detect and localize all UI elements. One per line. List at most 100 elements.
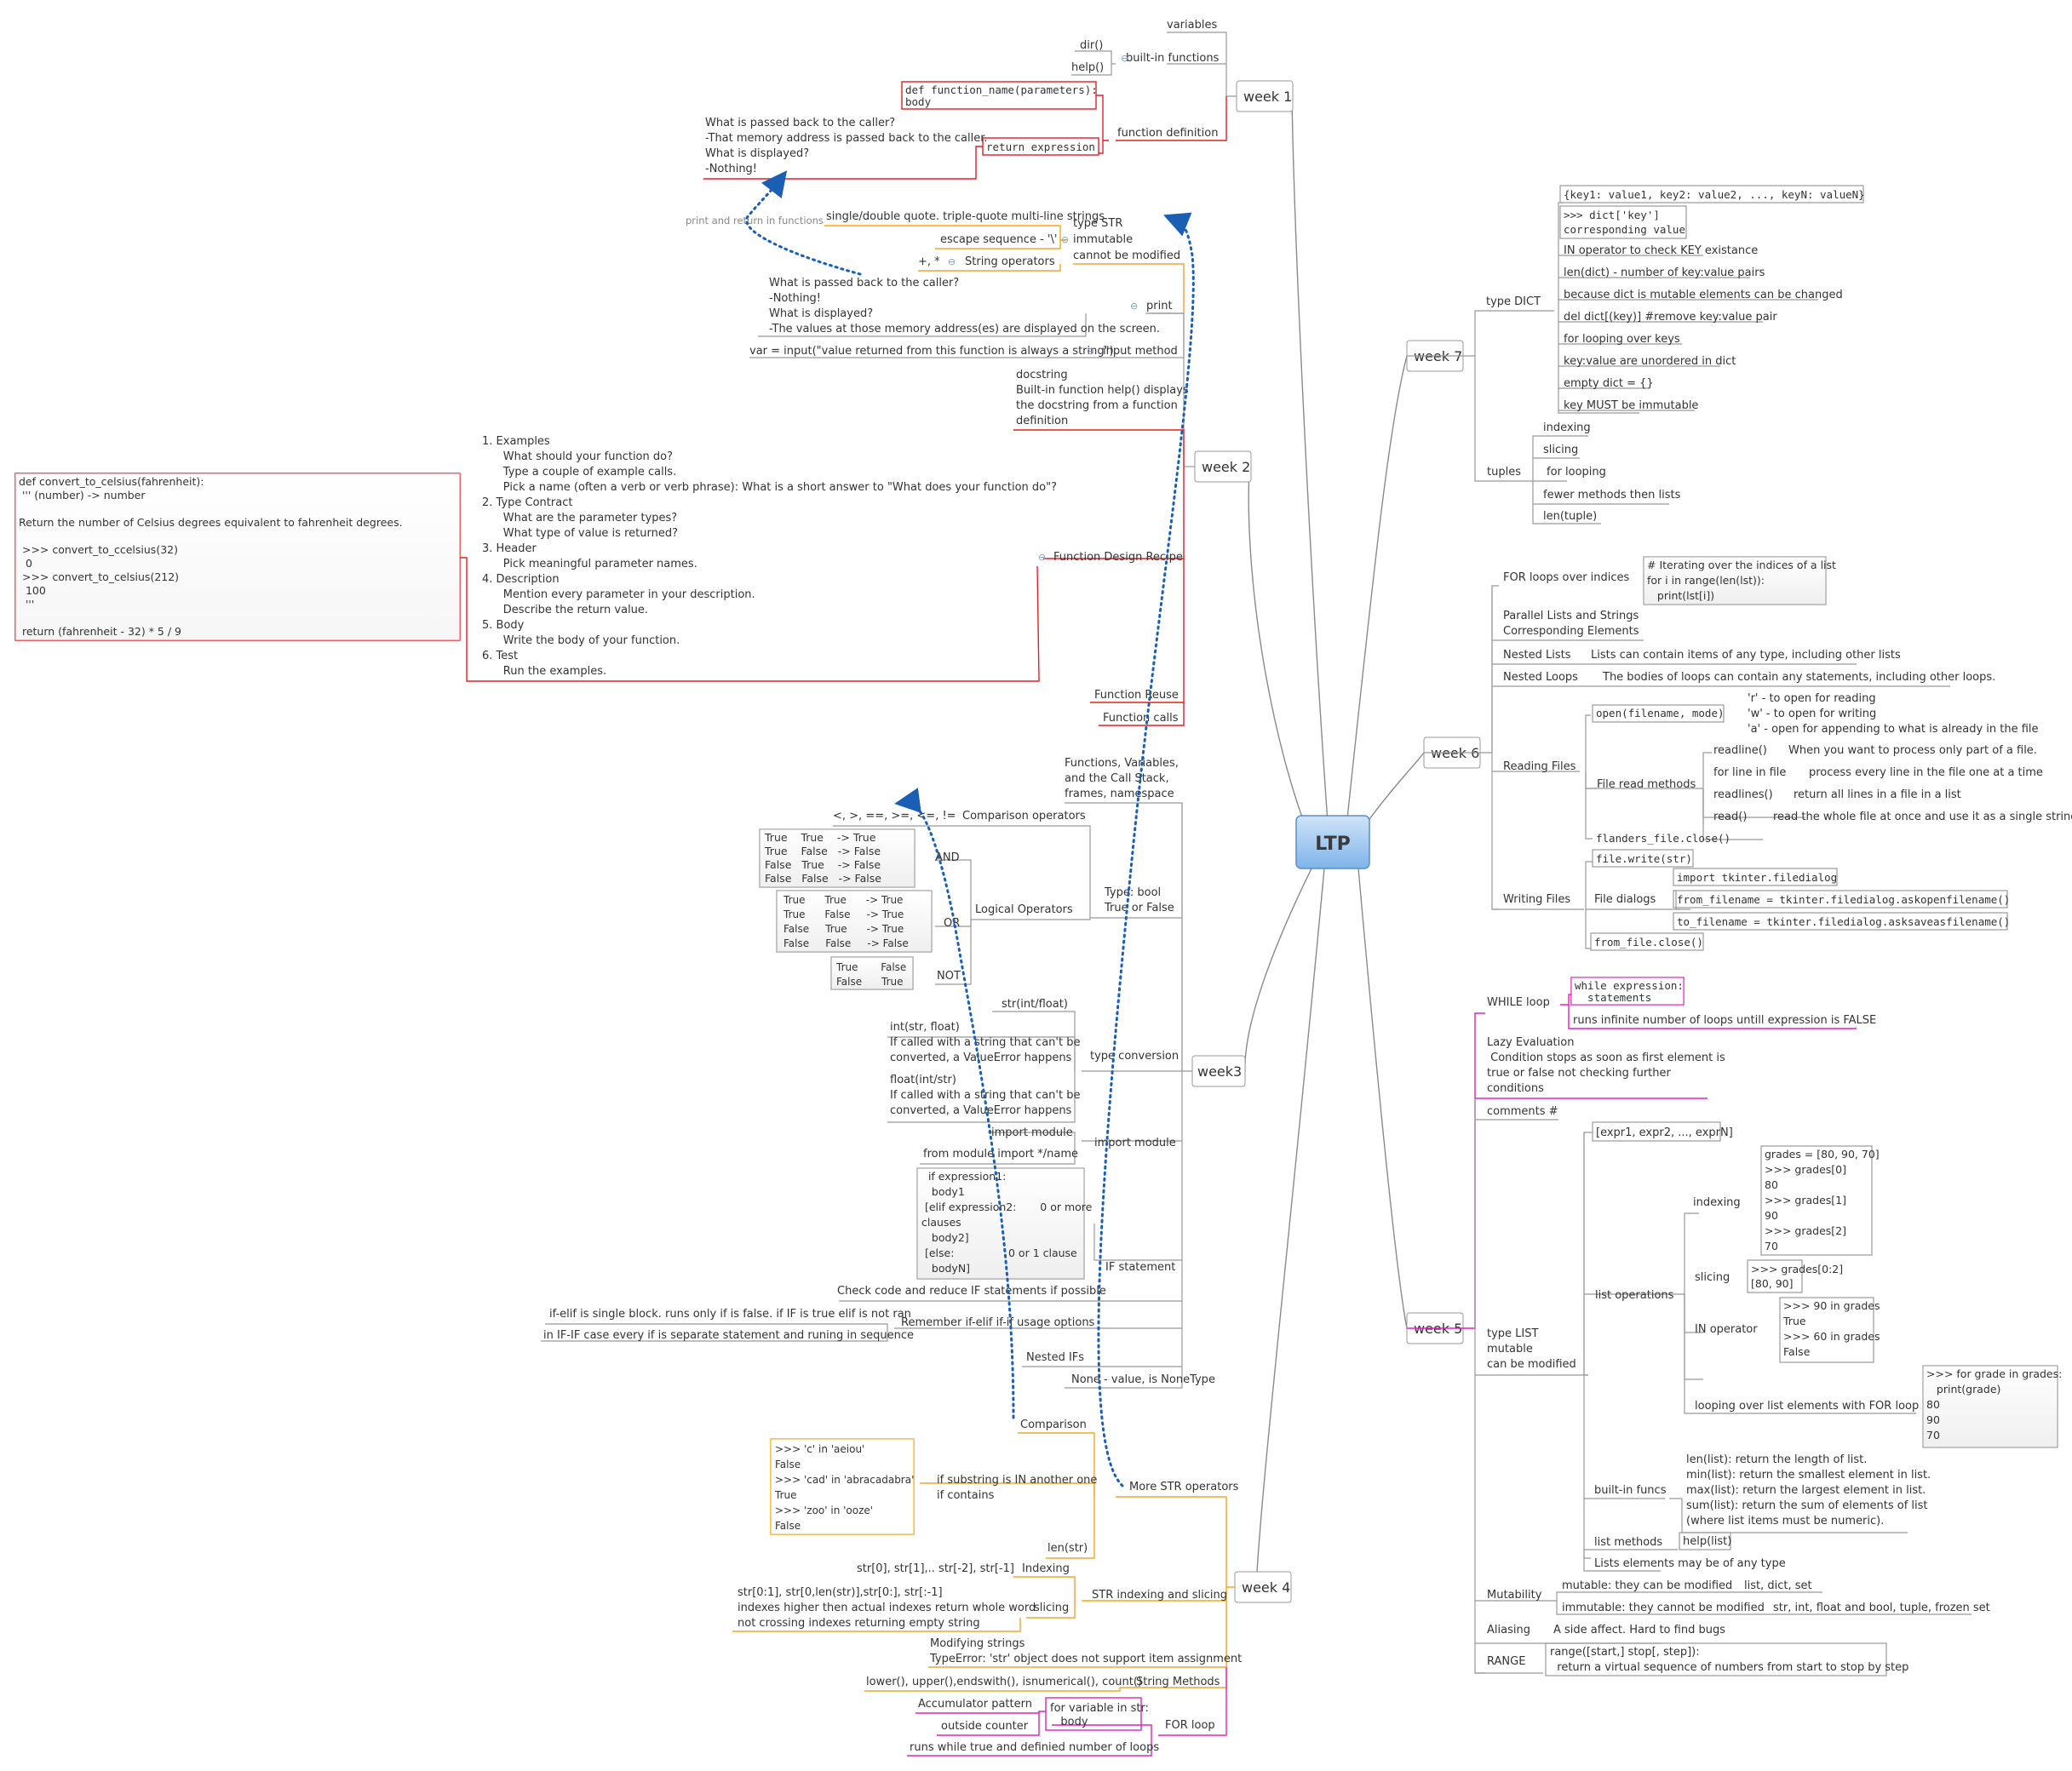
- w2-print-q2: -Nothing!: [769, 292, 821, 305]
- map-text: 90: [1926, 1413, 1940, 1426]
- w6-reading: Reading Files: [1503, 760, 1576, 773]
- map-text: >>> for grade in grades:: [1926, 1367, 2062, 1380]
- map-text: 2. Type Contract: [482, 496, 572, 509]
- map-text: False: [1783, 1345, 1811, 1358]
- map-text: ⊖: [1061, 234, 1069, 245]
- w4-substring-2: if contains: [937, 1489, 995, 1502]
- map-text: False: [775, 1459, 801, 1470]
- w3-if-block: if expression1: body1 [elif expression2:…: [921, 1170, 1093, 1275]
- map-text: What should your function do?: [482, 450, 673, 463]
- map-text: 3. Header: [482, 542, 537, 555]
- map-text: 5. Body: [482, 619, 525, 632]
- map-text: Describe the return value.: [482, 604, 648, 616]
- w6-readline: readline(): [1713, 744, 1767, 757]
- w6-mode-a: 'a' - open for appending to what is alre…: [1748, 723, 2039, 736]
- week-2-branch: type STR immutable cannot be modified si…: [14, 210, 1195, 726]
- w1-dir: dir(): [1080, 39, 1103, 52]
- w5-list-literal: [expr1, expr2, ..., exprN]: [1596, 1126, 1733, 1139]
- w6-for-indices: FOR loops over indices: [1503, 571, 1630, 584]
- w5-funcs-ex: len(list): return the length of list. mi…: [1686, 1453, 1931, 1527]
- w7-empty: empty dict = {}: [1564, 377, 1654, 390]
- w5-infinite: runs infinite number of loops untill exp…: [1573, 1014, 1876, 1027]
- w1-def-line2: body: [905, 95, 932, 108]
- w6-close: flanders_file.close(): [1596, 832, 1730, 845]
- w5-mutable: mutable: they can be modified: [1562, 1579, 1732, 1592]
- map-text: ⊖: [1038, 552, 1046, 563]
- w2-doc-3: the docstring from a function: [1016, 399, 1178, 412]
- week-3-label: week3: [1197, 1063, 1242, 1080]
- w5-aliasing: Aliasing: [1487, 1624, 1530, 1636]
- w3-str-int: str(int/float): [1002, 998, 1068, 1011]
- w2-str-ops: String operators: [965, 255, 1055, 268]
- week-4-label: week 4: [1242, 1579, 1290, 1596]
- map-text: grades = [80, 90, 70]: [1765, 1148, 1880, 1161]
- map-text: False True -> False: [765, 858, 881, 871]
- w2-type-str-1: type STR: [1073, 217, 1122, 230]
- w3-fv-1: Functions, Variables,: [1065, 757, 1179, 770]
- map-text: Pick meaningful parameter names.: [482, 558, 697, 570]
- map-text: 100: [19, 584, 46, 597]
- w1-def-line1: def function_name(parameters):: [905, 83, 1098, 96]
- w3-if-statement: IF statement: [1105, 1261, 1175, 1274]
- w7-in-key: IN operator to check KEY existance: [1564, 244, 1758, 257]
- w4-for-var-1: for variable in str:: [1050, 1702, 1149, 1715]
- map-text: Pick a name (often a verb or verb phrase…: [482, 481, 1057, 494]
- week-4-node[interactable]: week 4: [1234, 1571, 1292, 1603]
- map-text: >>> grades[1]: [1765, 1194, 1846, 1206]
- map-text: 70: [1765, 1240, 1778, 1252]
- map-text: if expression1:: [921, 1170, 1006, 1183]
- w3-int-1: int(str, float): [890, 1021, 960, 1034]
- w4-runs-while: runs while true and definied number of l…: [910, 1741, 1159, 1754]
- map-text: ⊖: [1087, 346, 1094, 357]
- w4-slicing-1: str[0:1], str[0,len(str)],str[0:], str[:…: [738, 1586, 943, 1599]
- w6-writing: Writing Files: [1503, 893, 1570, 906]
- center-node[interactable]: LTP: [1295, 815, 1370, 869]
- map-text: Write the body of your function.: [482, 634, 680, 647]
- map-text: 80: [1926, 1398, 1940, 1411]
- w7-t-for: for looping: [1547, 466, 1606, 479]
- w5-slice-2: [80, 90]: [1751, 1277, 1794, 1290]
- map-text: Type a couple of example calls.: [482, 466, 676, 479]
- relationship-arrows: [745, 170, 1195, 1487]
- week-4-branch: Comparison >>> 'c' in 'aeiou' False >>> …: [732, 1419, 1242, 1757]
- week-3-node[interactable]: week3: [1191, 1055, 1246, 1087]
- week-6-branch: FOR loops over indices # Iterating over …: [1424, 556, 2072, 951]
- w6-readlines: readlines(): [1713, 788, 1773, 801]
- week-1-label: week 1: [1243, 89, 1292, 105]
- map-text: False: [775, 1520, 801, 1532]
- week-2-node[interactable]: week 2: [1194, 450, 1252, 483]
- w5-alias-desc: A side affect. Hard to find bugs: [1553, 1624, 1725, 1636]
- w4-str-indexing: STR indexing and slicing: [1092, 1589, 1227, 1602]
- map-text: >>> 60 in grades: [1783, 1330, 1880, 1343]
- w3-cmp-sym: <, >, ==, >=, <=, !=: [833, 810, 956, 822]
- w6-read-methods: File read methods: [1597, 778, 1696, 791]
- w5-while-loop: WHILE loop: [1487, 996, 1550, 1009]
- w1-variables: variables: [1167, 19, 1217, 32]
- w4-string-methods: String Methods: [1136, 1676, 1220, 1688]
- w3-if-if: in IF-IF case every if is separate state…: [543, 1329, 914, 1342]
- w2-plus: +, *: [918, 255, 940, 268]
- map-text: False False -> False: [783, 937, 909, 949]
- w1-funcdef: function definition: [1117, 127, 1218, 140]
- w3-cmp-ops: Comparison operators: [962, 810, 1086, 822]
- w2-recipe-steps: 1. Examples What should your function do…: [482, 435, 1057, 678]
- w1-q2: -That memory address is passed back to t…: [705, 132, 988, 145]
- w2-celsius-code: def convert_to_celsius(fahrenheit): ''' …: [19, 475, 403, 638]
- map-text: (where list items must be numeric).: [1686, 1515, 1884, 1527]
- w5-builtin-funcs: built-in funcs: [1594, 1484, 1667, 1497]
- w5-range: RANGE: [1487, 1655, 1525, 1668]
- w1-q3: What is displayed?: [705, 147, 809, 160]
- week-7-branch: type DICT {key1: value1, key2: value2, .…: [1407, 185, 1865, 524]
- w1-q4: -Nothing!: [705, 163, 757, 175]
- w5-immutable-ex: str, int, float and bool, tuple, frozen …: [1773, 1602, 1990, 1614]
- map-text: >>> 'c' in 'aeiou': [775, 1443, 864, 1455]
- map-text: >>> 'zoo' in 'ooze': [775, 1504, 873, 1516]
- w7-del: del dict[(key)] #remove key:value pair: [1564, 311, 1777, 324]
- w3-int-2: If called with a string that can't be: [890, 1036, 1080, 1049]
- w5-list-ops: list operations: [1595, 1289, 1674, 1302]
- week-1-node[interactable]: week 1: [1236, 80, 1294, 112]
- map-text: 90: [1765, 1209, 1778, 1222]
- w5-indexing: indexing: [1693, 1196, 1741, 1209]
- w5-comments: comments #: [1487, 1105, 1558, 1118]
